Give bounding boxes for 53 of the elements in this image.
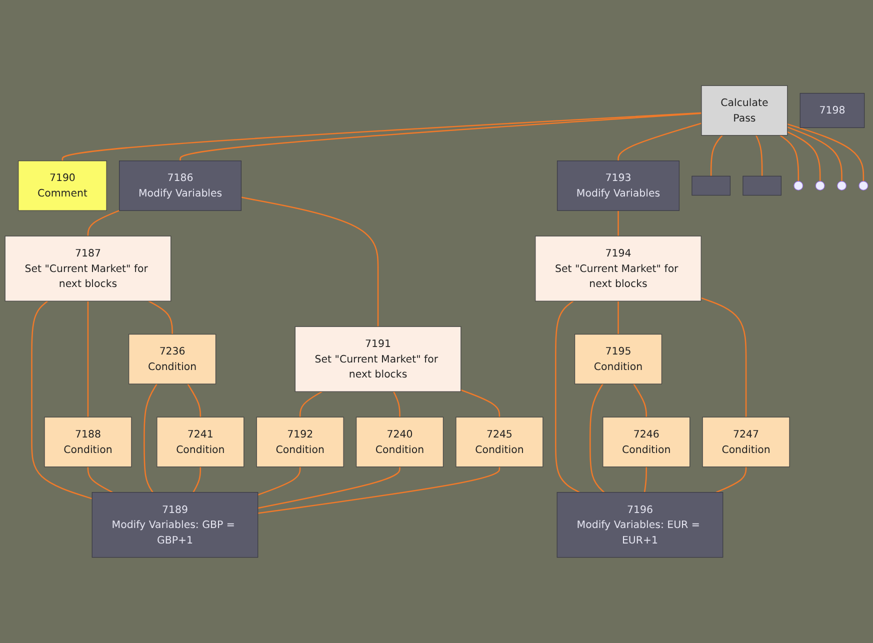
condition-node: 7241 Condition bbox=[156, 416, 244, 468]
connector-line bbox=[700, 297, 747, 418]
condition-node: 7195 Condition bbox=[574, 334, 662, 384]
set-market-node: 7194 Set "Current Market" for next blocks bbox=[535, 236, 702, 302]
connector-line bbox=[633, 384, 647, 418]
connector-line bbox=[258, 466, 400, 509]
condition-node: 7188 Condition bbox=[44, 416, 132, 468]
set-market-node: 7191 Set "Current Market" for next blocks bbox=[294, 326, 462, 392]
connector-line bbox=[144, 384, 158, 493]
modify-variables-node: 7196 Modify Variables: EUR = EUR+1 bbox=[556, 492, 724, 558]
connector-line bbox=[87, 210, 120, 236]
connector-line bbox=[87, 301, 89, 418]
connector-line bbox=[148, 300, 173, 334]
connector-line bbox=[393, 391, 400, 418]
connector-line bbox=[590, 384, 605, 493]
condition-node: 7240 Condition bbox=[356, 416, 444, 468]
condition-node: 7192 Condition bbox=[256, 416, 344, 468]
connector-line bbox=[618, 301, 619, 334]
connector-line bbox=[31, 300, 92, 500]
connector-line bbox=[618, 210, 619, 236]
connector-line bbox=[555, 300, 580, 493]
modify-variables-node: 7186 Modify Variables bbox=[119, 160, 242, 211]
connector-line bbox=[62, 112, 702, 162]
condition-node: 7236 Condition bbox=[128, 334, 216, 384]
set-market-node: 7187 Set "Current Market" for next blocks bbox=[4, 236, 172, 302]
connector-line bbox=[710, 134, 723, 176]
connector-line bbox=[187, 384, 202, 418]
connector-line bbox=[460, 389, 500, 418]
connector-line bbox=[787, 126, 842, 182]
condition-node: 7245 Condition bbox=[456, 416, 544, 468]
connector-line bbox=[241, 196, 379, 327]
comment-node: 7190 Comment bbox=[18, 160, 107, 211]
connector-line bbox=[787, 123, 864, 182]
modify-variables-node bbox=[742, 176, 782, 196]
connector-line bbox=[787, 131, 821, 182]
connector-line bbox=[258, 466, 500, 514]
calculate-node: Calculate Pass bbox=[701, 85, 788, 136]
connector-line bbox=[618, 122, 702, 161]
connector-line bbox=[716, 466, 747, 493]
connector-line bbox=[780, 134, 800, 182]
connector-line bbox=[258, 466, 301, 496]
connector-line bbox=[756, 135, 763, 176]
connector-line bbox=[87, 466, 113, 493]
connector-line bbox=[192, 466, 202, 493]
connector-line bbox=[180, 112, 702, 162]
connector-line bbox=[644, 466, 647, 492]
modify-variables-node: 7198 bbox=[800, 92, 865, 128]
modify-variables-node bbox=[692, 176, 731, 196]
connector-line bbox=[299, 391, 322, 418]
modify-variables-node: 7189 Modify Variables: GBP = GBP+1 bbox=[92, 492, 258, 558]
condition-node: 7246 Condition bbox=[602, 416, 690, 468]
condition-node: 7247 Condition bbox=[702, 416, 790, 468]
modify-variables-node: 7193 Modify Variables bbox=[556, 160, 680, 211]
